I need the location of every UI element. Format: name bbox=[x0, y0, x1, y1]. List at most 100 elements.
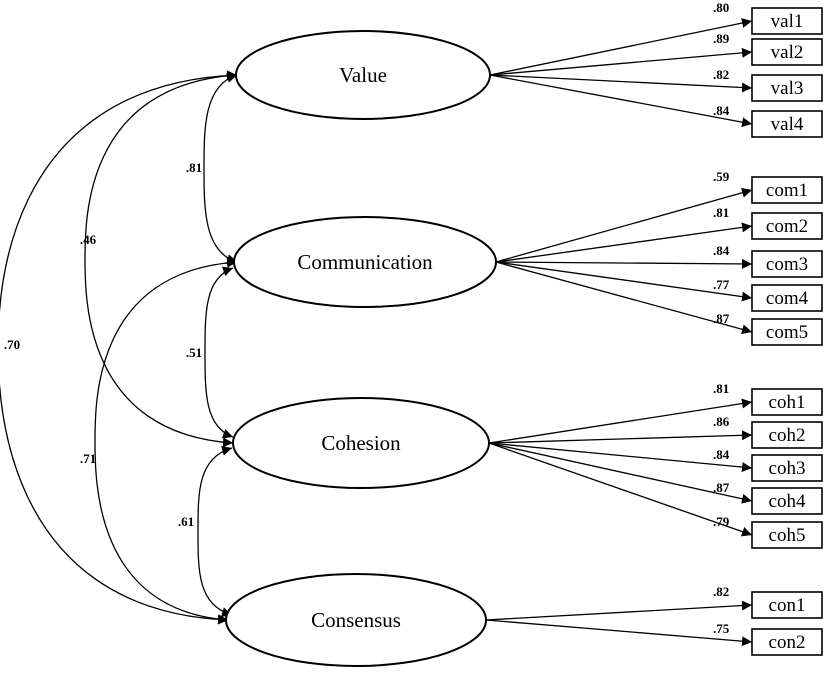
indicator-label: coh2 bbox=[769, 425, 806, 446]
indicator-com5: com5 bbox=[751, 318, 823, 346]
correlation-arc-value-communication bbox=[203, 73, 238, 264]
indicator-box bbox=[751, 318, 823, 346]
loading-path-coh4 bbox=[488, 442, 753, 504]
indicator-coh2: coh2 bbox=[751, 421, 823, 449]
loading-coef-com3: .84 bbox=[713, 243, 730, 258]
loading-coef-val3: .82 bbox=[713, 67, 729, 82]
loading-path-coh2 bbox=[488, 430, 753, 444]
loading-coef-con2: .75 bbox=[713, 621, 730, 636]
indicator-box bbox=[751, 176, 823, 204]
indicator-box bbox=[751, 7, 823, 35]
indicator-label: con2 bbox=[769, 632, 806, 653]
latent-ellipse bbox=[232, 397, 490, 489]
loading-coef-val2: .89 bbox=[713, 31, 730, 46]
indicator-val1: val1 bbox=[751, 7, 823, 35]
indicator-box bbox=[751, 38, 823, 66]
indicator-box bbox=[751, 212, 823, 240]
indicator-box bbox=[751, 487, 823, 515]
correlation-coef-communication-cohesion: .51 bbox=[186, 345, 202, 360]
indicator-label: val1 bbox=[771, 11, 804, 32]
indicator-label: com1 bbox=[766, 180, 808, 201]
indicator-box bbox=[751, 74, 823, 102]
indicator-label: coh4 bbox=[769, 491, 806, 512]
loading-coef-con1: .82 bbox=[713, 584, 729, 599]
loading-coef-coh5: .79 bbox=[713, 514, 730, 529]
loading-path-com4 bbox=[495, 261, 753, 302]
correlation-coef-communication-consensus: .71 bbox=[80, 451, 96, 466]
loading-path-con1 bbox=[485, 600, 753, 621]
loading-path-val3 bbox=[489, 74, 753, 93]
indicator-box bbox=[751, 421, 823, 449]
indicator-con1: con1 bbox=[751, 591, 823, 619]
indicator-coh3: coh3 bbox=[751, 454, 823, 482]
loading-paths: .80.89.82.84.59.81.84.77.87.81.86.84.87.… bbox=[485, 0, 753, 647]
latent-label: Consensus bbox=[311, 608, 401, 632]
latent-communication: Communication bbox=[233, 216, 497, 308]
indicator-label: val3 bbox=[771, 78, 804, 99]
correlation-arc-value-cohesion bbox=[84, 70, 238, 448]
loading-path-val1 bbox=[489, 18, 753, 76]
latent-label: Value bbox=[339, 63, 387, 87]
indicator-box bbox=[751, 110, 823, 138]
latent-cohesion: Cohesion bbox=[232, 397, 490, 489]
indicator-com2: com2 bbox=[751, 212, 823, 240]
indicator-con2: con2 bbox=[751, 628, 823, 656]
loading-path-val4 bbox=[489, 74, 753, 128]
loading-coef-coh3: .84 bbox=[713, 447, 730, 462]
loading-coef-com1: .59 bbox=[713, 169, 730, 184]
latent-label: Cohesion bbox=[321, 431, 401, 455]
indicator-label: com2 bbox=[766, 216, 808, 237]
loading-coef-coh2: .86 bbox=[713, 414, 730, 429]
indicator-com3: com3 bbox=[751, 250, 823, 278]
indicator-val4: val4 bbox=[751, 110, 823, 138]
indicator-label: com3 bbox=[766, 254, 808, 275]
correlation-arc-communication-cohesion bbox=[204, 266, 234, 439]
indicator-label: coh5 bbox=[769, 525, 806, 546]
latent-ellipse bbox=[235, 30, 491, 120]
loading-coef-val4: .84 bbox=[713, 103, 730, 118]
loading-path-coh5 bbox=[488, 442, 753, 537]
latent-ellipse bbox=[233, 216, 497, 308]
loading-coef-com5: .87 bbox=[713, 311, 730, 326]
correlation-coef-value-consensus: .70 bbox=[4, 337, 20, 352]
latent-value: Value bbox=[235, 30, 491, 120]
correlation-arc-cohesion-consensus bbox=[197, 446, 233, 617]
loading-coef-coh4: .87 bbox=[713, 480, 730, 495]
indicator-box bbox=[751, 591, 823, 619]
indicator-box bbox=[751, 284, 823, 312]
indicator-com1: com1 bbox=[751, 176, 823, 204]
loading-path-val2 bbox=[489, 47, 753, 76]
indicator-coh5: coh5 bbox=[751, 521, 823, 549]
indicator-coh1: coh1 bbox=[751, 388, 823, 416]
correlation-coef-value-cohesion: .46 bbox=[80, 232, 97, 247]
loading-coef-val1: .80 bbox=[713, 0, 729, 15]
latent-ellipse bbox=[225, 573, 487, 667]
loading-path-coh1 bbox=[488, 398, 753, 444]
indicator-label: com5 bbox=[766, 322, 808, 343]
loading-path-com1 bbox=[495, 187, 753, 263]
indicator-label: val4 bbox=[771, 114, 804, 135]
loading-path-com5 bbox=[495, 261, 753, 335]
indicator-com4: com4 bbox=[751, 284, 823, 312]
indicator-box bbox=[751, 454, 823, 482]
correlation-coef-cohesion-consensus: .61 bbox=[178, 514, 194, 529]
loading-path-con2 bbox=[485, 619, 753, 647]
indicator-box bbox=[751, 628, 823, 656]
latent-label: Communication bbox=[297, 250, 433, 274]
indicator-label: con1 bbox=[769, 595, 806, 616]
indicator-boxes: val1 val2 val3 val4 com1 com2 com3 com4 com5 coh1… bbox=[751, 7, 823, 656]
indicator-coh4: coh4 bbox=[751, 487, 823, 515]
correlation-arc-value-consensus bbox=[0, 70, 238, 625]
loading-path-coh3 bbox=[488, 442, 753, 473]
loading-coef-com2: .81 bbox=[713, 205, 729, 220]
indicator-box bbox=[751, 250, 823, 278]
indicator-label: coh3 bbox=[769, 458, 806, 479]
indicator-val3: val3 bbox=[751, 74, 823, 102]
indicator-val2: val2 bbox=[751, 38, 823, 66]
loading-path-com3 bbox=[495, 258, 753, 269]
loading-coef-coh1: .81 bbox=[713, 381, 729, 396]
indicator-label: coh1 bbox=[769, 392, 806, 413]
loading-path-com2 bbox=[495, 222, 753, 263]
indicator-label: val2 bbox=[771, 42, 804, 63]
